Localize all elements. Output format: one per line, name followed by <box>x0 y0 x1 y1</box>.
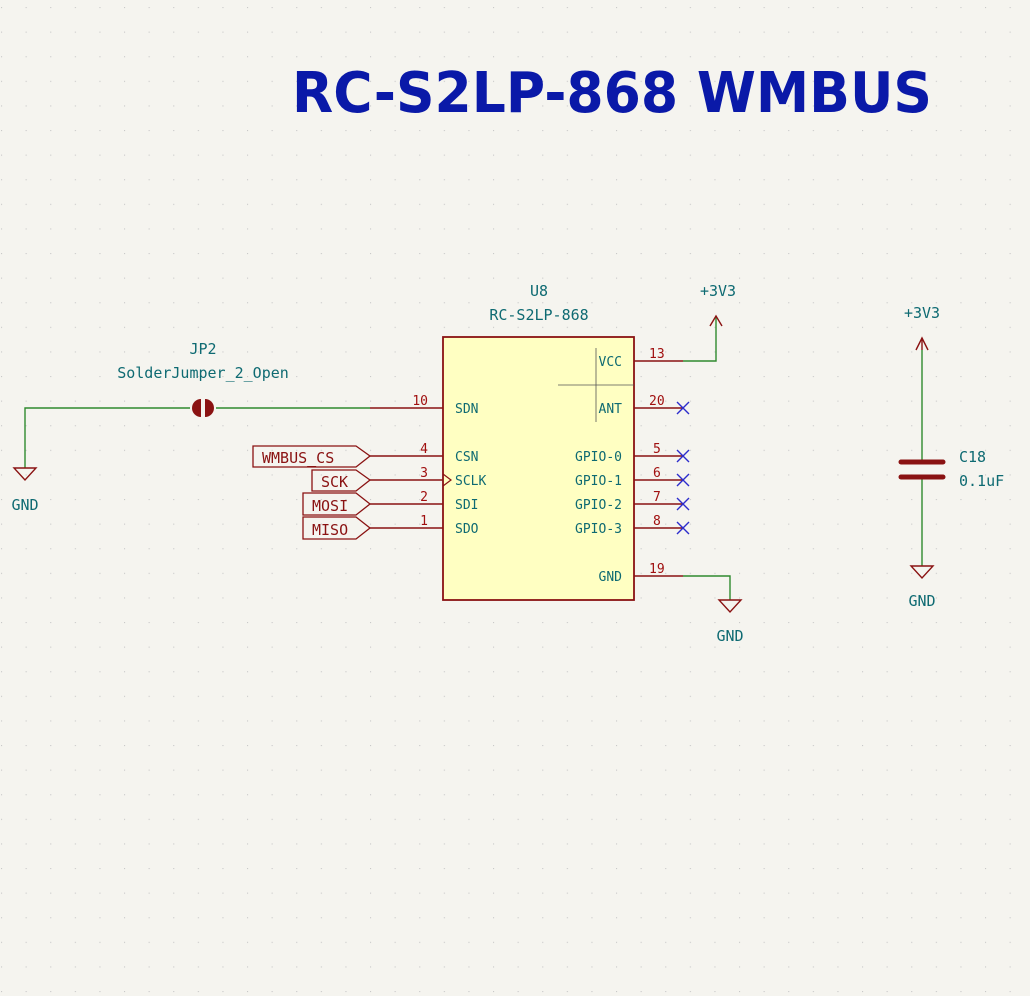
pin-name-gnd: GND <box>599 570 623 585</box>
sclk-clock-symbol <box>442 473 452 487</box>
wire-jp2-gnd <box>24 407 190 468</box>
gnd-label-c18: GND <box>908 592 935 610</box>
pin-number-sclk: 3 <box>420 466 428 481</box>
label-text-wmbus-cs: WMBUS_CS <box>262 449 334 467</box>
c18-reference: C18 <box>959 448 986 466</box>
label-text-mosi: MOSI <box>312 497 348 515</box>
pin-name-gpio1: GPIO-1 <box>575 474 622 489</box>
pin-number-sdn: 10 <box>412 394 428 409</box>
u8-module[interactable]: U8 RC-S2LP-868 10 4 3 2 1 SDN CSN SCLK S… <box>370 282 683 601</box>
no-connect-gpio2-icon <box>676 497 690 511</box>
label-mosi[interactable]: MOSI <box>302 492 372 516</box>
wire-vcc <box>683 316 717 362</box>
label-sck[interactable]: SCK <box>311 469 372 492</box>
jp2-solder-jumper[interactable]: JP2 SolderJumper_2_Open <box>117 340 289 417</box>
gnd-c18[interactable]: GND <box>908 565 936 610</box>
jp2-value: SolderJumper_2_Open <box>117 364 289 382</box>
gnd-label-jp2: GND <box>11 496 38 514</box>
power-label-3v3-u8: +3V3 <box>700 282 736 300</box>
u8-value: RC-S2LP-868 <box>489 306 588 324</box>
ground-icon <box>12 467 38 482</box>
c18-value: 0.1uF <box>959 472 1004 490</box>
no-connect-gpio3-icon <box>676 521 690 535</box>
gnd-jp2[interactable]: GND <box>11 467 39 514</box>
pin-name-gpio3: GPIO-3 <box>575 522 622 537</box>
wire-gnd-u8 <box>683 575 731 600</box>
jp2-reference: JP2 <box>189 340 216 358</box>
ground-icon <box>717 599 743 614</box>
pin-number-sdo: 1 <box>420 514 428 529</box>
label-shape <box>302 516 372 540</box>
label-shape <box>311 469 372 492</box>
jumper-left-pad-icon <box>192 399 201 417</box>
no-connect-markers <box>676 401 690 535</box>
pin-number-gpio0: 5 <box>653 442 661 457</box>
label-miso[interactable]: MISO <box>302 516 372 540</box>
u8-body <box>442 336 635 601</box>
pin-name-sdi: SDI <box>455 498 478 513</box>
c18-capacitor[interactable]: C18 0.1uF <box>898 448 1004 490</box>
pin-name-vcc: VCC <box>599 355 622 370</box>
pin-number-gpio3: 8 <box>653 514 661 529</box>
pin-name-csn: CSN <box>455 450 478 465</box>
gnd-u8[interactable]: GND <box>716 599 744 645</box>
power-label-3v3-c18: +3V3 <box>904 304 940 322</box>
label-wmbus-cs[interactable]: WMBUS_CS <box>252 445 372 468</box>
no-connect-gpio1-icon <box>676 473 690 487</box>
power-3v3-u8[interactable]: +3V3 <box>700 282 736 327</box>
label-text-sck: SCK <box>321 473 348 491</box>
pin-number-gpio1: 6 <box>653 466 661 481</box>
wires <box>24 316 923 600</box>
gnd-label-u8: GND <box>716 627 743 645</box>
power-3v3-c18[interactable]: +3V3 <box>904 304 940 351</box>
label-text-miso: MISO <box>312 521 348 539</box>
jumper-right-pad-icon <box>205 399 214 417</box>
pin-name-ant: ANT <box>599 402 623 417</box>
pin-name-gpio2: GPIO-2 <box>575 498 622 513</box>
pin-name-sclk: SCLK <box>455 474 486 489</box>
ground-icon <box>909 565 935 580</box>
pin-name-gpio0: GPIO-0 <box>575 450 622 465</box>
pin-number-vcc: 13 <box>649 347 665 362</box>
pin-number-csn: 4 <box>420 442 428 457</box>
power-arrow-icon <box>709 314 723 327</box>
pin-name-sdn: SDN <box>455 402 478 417</box>
pin-number-ant: 20 <box>649 394 665 409</box>
label-shape <box>252 445 372 468</box>
label-shape <box>302 492 372 516</box>
pin-number-gnd: 19 <box>649 562 665 577</box>
pin-name-sdo: SDO <box>455 522 479 537</box>
pin-number-sdi: 2 <box>420 490 428 505</box>
no-connect-ant-icon <box>676 401 690 415</box>
no-connect-gpio0-icon <box>676 449 690 463</box>
u8-reference: U8 <box>530 282 548 300</box>
pin-number-gpio2: 7 <box>653 490 661 505</box>
sheet-title: RC-S2LP-868 WMBUS <box>292 61 932 126</box>
